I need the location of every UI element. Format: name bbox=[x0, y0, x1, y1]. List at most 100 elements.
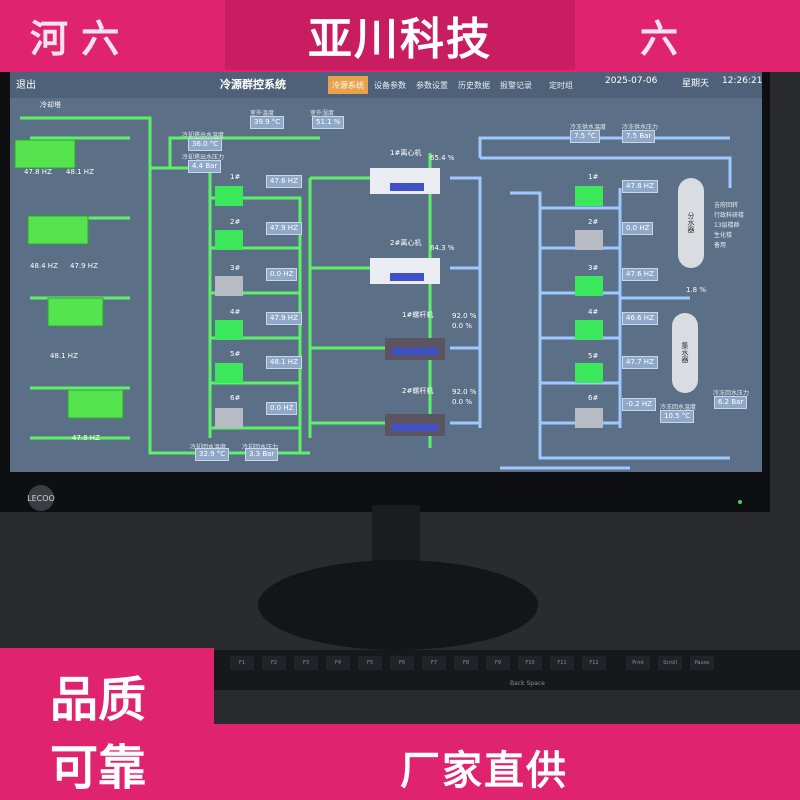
chiller-2-load: 64.3 % bbox=[430, 244, 455, 252]
top-banner: 河 六 亚川科技 六 bbox=[0, 0, 800, 72]
cooling-pump-2-value: 47.9 HZ bbox=[266, 222, 302, 235]
branch-label-3: 13层楼群 bbox=[714, 222, 740, 229]
cooling-return-pressure-label: 冷却回水压力 bbox=[242, 442, 278, 451]
app-title: 冷源群控系统 bbox=[220, 78, 286, 91]
key-pause: Pause bbox=[690, 656, 714, 670]
tab-cooling-system[interactable]: 冷源系统 bbox=[328, 76, 368, 94]
key-f1: F1 bbox=[230, 656, 254, 670]
quality-badge-line1: 品质 bbox=[50, 672, 147, 728]
cooling-pump-5-value: 48.1 HZ bbox=[266, 356, 302, 369]
monitor-brand-logo: LECOO bbox=[27, 485, 55, 511]
cooling-pump-3-name: 3# bbox=[230, 264, 241, 272]
quality-badge-line2: 可靠 bbox=[50, 740, 147, 796]
tower-hz-4: 47.9 HZ bbox=[70, 262, 98, 270]
key-f6: F6 bbox=[390, 656, 414, 670]
quality-badge bbox=[0, 648, 214, 800]
chilled-pump-6-name: 6# bbox=[588, 394, 599, 402]
tower-out-pressure-label: 冷却塔出水压力 bbox=[182, 154, 225, 161]
header-tank-icon bbox=[678, 178, 704, 268]
chiller-4-name: 2#螺杆机 bbox=[402, 387, 434, 395]
chiller-3-load2: 0.0 % bbox=[452, 322, 473, 330]
key-f3: F3 bbox=[294, 656, 318, 670]
chiller-4-load: 92.0 % bbox=[452, 388, 477, 396]
key-f9: F9 bbox=[486, 656, 510, 670]
cooling-pump-6-value: 0.0 HZ bbox=[266, 402, 298, 415]
branch-label-1: 吉府回转 bbox=[714, 202, 739, 209]
cooling-return-temp-label: 冷却回水温度 bbox=[190, 442, 226, 451]
chilled-pump-4-value: 46.6 HZ bbox=[622, 312, 658, 325]
key-f10: F10 bbox=[518, 656, 542, 670]
cooling-tower-label: 冷却塔 bbox=[40, 101, 61, 109]
chilled-pump-icons bbox=[575, 186, 603, 428]
outdoor-temp-label: 室外温度 bbox=[250, 110, 275, 117]
chilled-pump-4-name: 4# bbox=[588, 308, 599, 316]
bypass-valve-percent: 1.8 % bbox=[686, 286, 707, 294]
cooling-return-temp-value: 32.9 °C bbox=[195, 448, 230, 461]
collector-tank-icon bbox=[672, 313, 698, 393]
branch-label-4: 生化楼 bbox=[714, 232, 733, 239]
key-f8: F8 bbox=[454, 656, 478, 670]
chiller-4-load2: 0.0 % bbox=[452, 398, 473, 406]
chilled-supply-pressure-label: 冷冻供水压力 bbox=[622, 124, 659, 131]
tower-out-temp-label: 冷却塔出水温度 bbox=[182, 132, 225, 139]
tab-timer-group[interactable]: 定时组 bbox=[549, 80, 573, 90]
cooling-pump-1-value: 47.6 HZ bbox=[266, 175, 302, 188]
banner-title: 亚川科技 bbox=[225, 0, 575, 70]
exit-button[interactable]: 退出 bbox=[16, 80, 36, 91]
chilled-pump-1-value: 47.8 HZ bbox=[622, 180, 658, 193]
tab-param-settings[interactable]: 参数设置 bbox=[416, 80, 448, 90]
tower-out-pressure-value: 4.4 Bar bbox=[188, 160, 222, 173]
chiller-1-name: 1#离心机 bbox=[390, 149, 422, 157]
chilled-return-pressure-label: 冷冻回水压力 bbox=[713, 390, 750, 397]
chilled-return-temp-value: 10.5 °C bbox=[660, 410, 695, 423]
chilled-pump-5-value: 47.7 HZ bbox=[622, 356, 658, 369]
chilled-pump-1-name: 1# bbox=[588, 173, 599, 181]
chiller-3-name: 1#螺杆机 bbox=[402, 311, 434, 319]
cooling-tower-icons bbox=[14, 139, 124, 419]
key-f11: F11 bbox=[550, 656, 574, 670]
chilled-return-temp-label: 冷冻回水温度 bbox=[660, 404, 697, 411]
chilled-supply-temp-label: 冷冻供水温度 bbox=[570, 124, 607, 131]
cooling-pump-3-value: 0.0 HZ bbox=[266, 268, 298, 281]
cooling-return-pressure-value: 3.3 Bar bbox=[245, 448, 279, 461]
monitor-stand-base bbox=[258, 560, 538, 650]
tower-out-temp-value: 36.0 °C bbox=[188, 138, 223, 151]
bottom-banner-text: 厂家直供 bbox=[400, 748, 568, 794]
chilled-pump-3-value: 47.6 HZ bbox=[622, 268, 658, 281]
tab-equipment-params[interactable]: 设备参数 bbox=[374, 80, 406, 90]
chilled-pump-2-value: 0.0 HZ bbox=[622, 222, 654, 235]
tab-history[interactable]: 历史数据 bbox=[458, 80, 490, 90]
collector-tank-label: 集水器 bbox=[681, 342, 689, 363]
chilled-pump-6-value: -0.2 HZ bbox=[622, 398, 656, 411]
tower-hz-5: 48.1 HZ bbox=[50, 352, 78, 360]
banner-left-fragment: 河 六 bbox=[30, 16, 120, 61]
cooling-pump-1-name: 1# bbox=[230, 173, 241, 181]
chiller-2-name: 2#离心机 bbox=[390, 239, 422, 247]
chiller-icons bbox=[370, 168, 445, 436]
branch-label-2: 行政科研楼 bbox=[714, 212, 745, 219]
cooling-pump-6-name: 6# bbox=[230, 394, 241, 402]
hvac-screen: 退出 冷源群控系统 冷源系统 设备参数 参数设置 历史数据 报警记录 定时组 2… bbox=[10, 72, 762, 472]
key-f12: F12 bbox=[582, 656, 606, 670]
key-f2: F2 bbox=[262, 656, 286, 670]
cooling-pump-4-name: 4# bbox=[230, 308, 241, 316]
cooling-pump-icons bbox=[215, 186, 243, 428]
chilled-return-pressure-value: 6.2 Bar bbox=[714, 396, 748, 409]
chilled-pump-5-name: 5# bbox=[588, 352, 599, 360]
key-scroll: Scroll bbox=[658, 656, 682, 670]
chilled-supply-pressure-value: 7.5 Bar bbox=[622, 130, 656, 143]
tower-hz-3: 48.4 HZ bbox=[30, 262, 58, 270]
cooling-pump-5-name: 5# bbox=[230, 350, 241, 358]
tab-alarms[interactable]: 报警记录 bbox=[500, 80, 532, 90]
branch-label-5: 备用 bbox=[714, 242, 727, 249]
banner-right-fragment: 六 bbox=[640, 16, 679, 61]
weekday-readout: 星期天 bbox=[682, 79, 710, 89]
tower-hz-2: 48.1 HZ bbox=[66, 168, 94, 176]
key-f7: F7 bbox=[422, 656, 446, 670]
outdoor-temp-value: 39.9 °C bbox=[250, 116, 285, 129]
pipe-network bbox=[14, 116, 732, 470]
key-f4: F4 bbox=[326, 656, 350, 670]
tower-hz-6: 47.8 HZ bbox=[72, 434, 100, 442]
cooling-pump-2-name: 2# bbox=[230, 218, 241, 226]
